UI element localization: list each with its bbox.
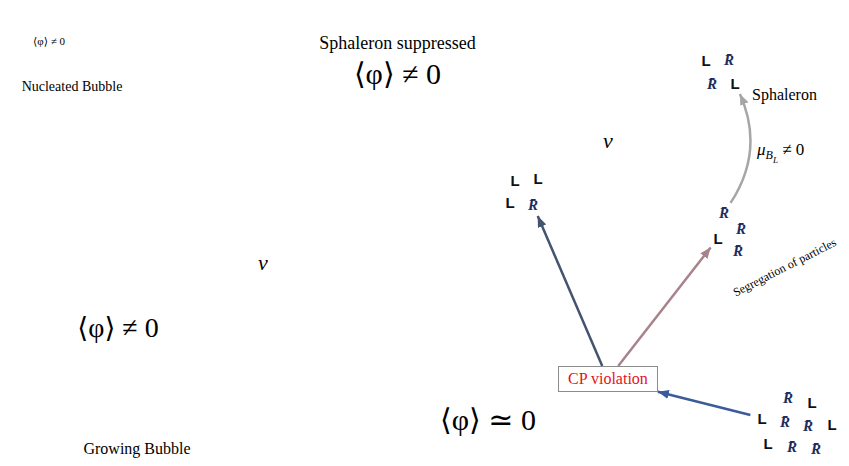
particle-letter: L — [701, 53, 710, 68]
velocity-symbol: v⃗ — [258, 250, 285, 275]
particle-letter: R̄ — [733, 244, 743, 259]
particle-letter: L — [533, 171, 542, 186]
particle-shape — [751, 407, 774, 430]
bubble-caption: Sphaleron suppressed — [319, 33, 475, 54]
particle-letter: R̄ — [787, 440, 797, 455]
particle-shape — [805, 438, 828, 461]
particle-letter: R̄ — [811, 442, 821, 457]
particle: L — [498, 190, 522, 214]
nucleated-bubble: ⟨φ⟩ ≠ 0Nucleated Bubble — [17, 9, 81, 73]
wall-arc — [472, 12, 580, 172]
symbol-part — [778, 140, 782, 159]
particle: R̄ — [804, 437, 828, 461]
particle-shape — [527, 167, 550, 190]
particle-shape — [797, 415, 820, 438]
particle-letter: R̄ — [707, 77, 717, 92]
particle: R̄ — [780, 435, 804, 459]
connector-arrow — [618, 247, 710, 366]
process-label: Sphaleron — [752, 86, 817, 104]
particle-letter: R̄ — [803, 419, 813, 434]
particle: R̄ — [796, 414, 820, 438]
particle-shape — [724, 72, 747, 95]
edge-label: μBL ≠ 0 — [757, 140, 804, 165]
particle-letter: L — [505, 195, 514, 210]
particle: L — [503, 168, 527, 192]
particle-shape — [718, 49, 741, 72]
particle-shape — [777, 387, 800, 410]
particle-shape — [727, 240, 750, 263]
field-value: ⟨φ⟩ ≃ 0 — [440, 403, 536, 438]
particle-shape — [730, 218, 753, 241]
subscript: B — [766, 148, 773, 162]
particle-shape — [499, 191, 522, 214]
particle: L — [723, 71, 747, 95]
wall-arc — [487, 10, 588, 173]
particle: R̄ — [521, 193, 545, 217]
symbol-part — [792, 140, 796, 159]
particle: L — [694, 48, 718, 72]
particle-letter: R̄ — [724, 53, 734, 68]
particle-shape — [757, 432, 780, 455]
particle: R̄ — [700, 72, 724, 96]
particle-shape — [774, 411, 797, 434]
field-value: ⟨φ⟩ ≠ 0 — [77, 312, 158, 344]
particle-letter: R̄ — [719, 206, 729, 221]
bubble-caption: Nucleated Bubble — [22, 79, 123, 95]
expanding-bubble-shape — [227, 10, 569, 307]
nucleated-bubble-shape — [19, 11, 80, 72]
particle: L — [800, 390, 824, 414]
particle: R̄ — [773, 410, 797, 434]
particle-letter: R̄ — [780, 415, 790, 430]
growing-bubble: ⟨φ⟩ ≠ 0Growing Bubble — [22, 232, 214, 424]
wall-arc — [503, 9, 596, 174]
particle-letter: L — [730, 76, 739, 91]
particle-shape — [801, 391, 824, 414]
particle: R̄ — [776, 386, 800, 410]
symbol-part: μ — [757, 140, 766, 159]
particle: L — [706, 226, 730, 250]
connector-arrow — [731, 94, 751, 203]
symbol-part: ≠ — [782, 140, 791, 159]
velocity-symbol: v⃗ — [601, 128, 632, 153]
process-label: CP violation — [568, 370, 648, 388]
particle: L — [526, 166, 550, 190]
particle: L — [756, 431, 780, 455]
particle: L — [750, 406, 774, 430]
process-box: CP violation — [558, 366, 658, 392]
particle-letter: L — [510, 173, 519, 188]
particle-letter: L — [713, 231, 722, 246]
growing-bubble-shape — [24, 234, 213, 423]
particle: R̄ — [712, 201, 736, 225]
particle-shape — [695, 49, 718, 72]
particle-letter: L — [757, 411, 766, 426]
subscript: L — [773, 155, 778, 165]
particle-shape — [701, 73, 724, 96]
bubble-caption: Growing Bubble — [80, 440, 193, 458]
symbol-part: 0 — [796, 140, 805, 159]
particle-shape — [707, 227, 730, 250]
edge-label: Segregation of particles — [731, 236, 839, 300]
particle-shape — [713, 202, 736, 225]
wall-ring — [2, 212, 234, 444]
particle-shape — [821, 413, 844, 436]
particle-letter: L — [807, 395, 816, 410]
connector-arrow — [658, 392, 751, 415]
particle-letter: L — [827, 417, 836, 432]
field-value: ⟨φ⟩ ≠ 0 — [354, 57, 441, 92]
particle-letter: R̄ — [736, 222, 746, 237]
particle-shape — [522, 194, 545, 217]
particle: R̄ — [729, 217, 753, 241]
wall-ring — [12, 222, 224, 434]
particle: R̄ — [726, 239, 750, 263]
particle: L — [820, 412, 844, 436]
field-value: ⟨φ⟩ ≠ 0 — [33, 35, 65, 48]
particle-letter: R̄ — [783, 391, 793, 406]
particle-shape — [781, 436, 804, 459]
particle-letter: R̄ — [528, 198, 538, 213]
connector-arrow — [538, 216, 603, 366]
particle-shape — [504, 169, 527, 192]
particle: R̄ — [717, 48, 741, 72]
particle-letter: L — [763, 436, 772, 451]
